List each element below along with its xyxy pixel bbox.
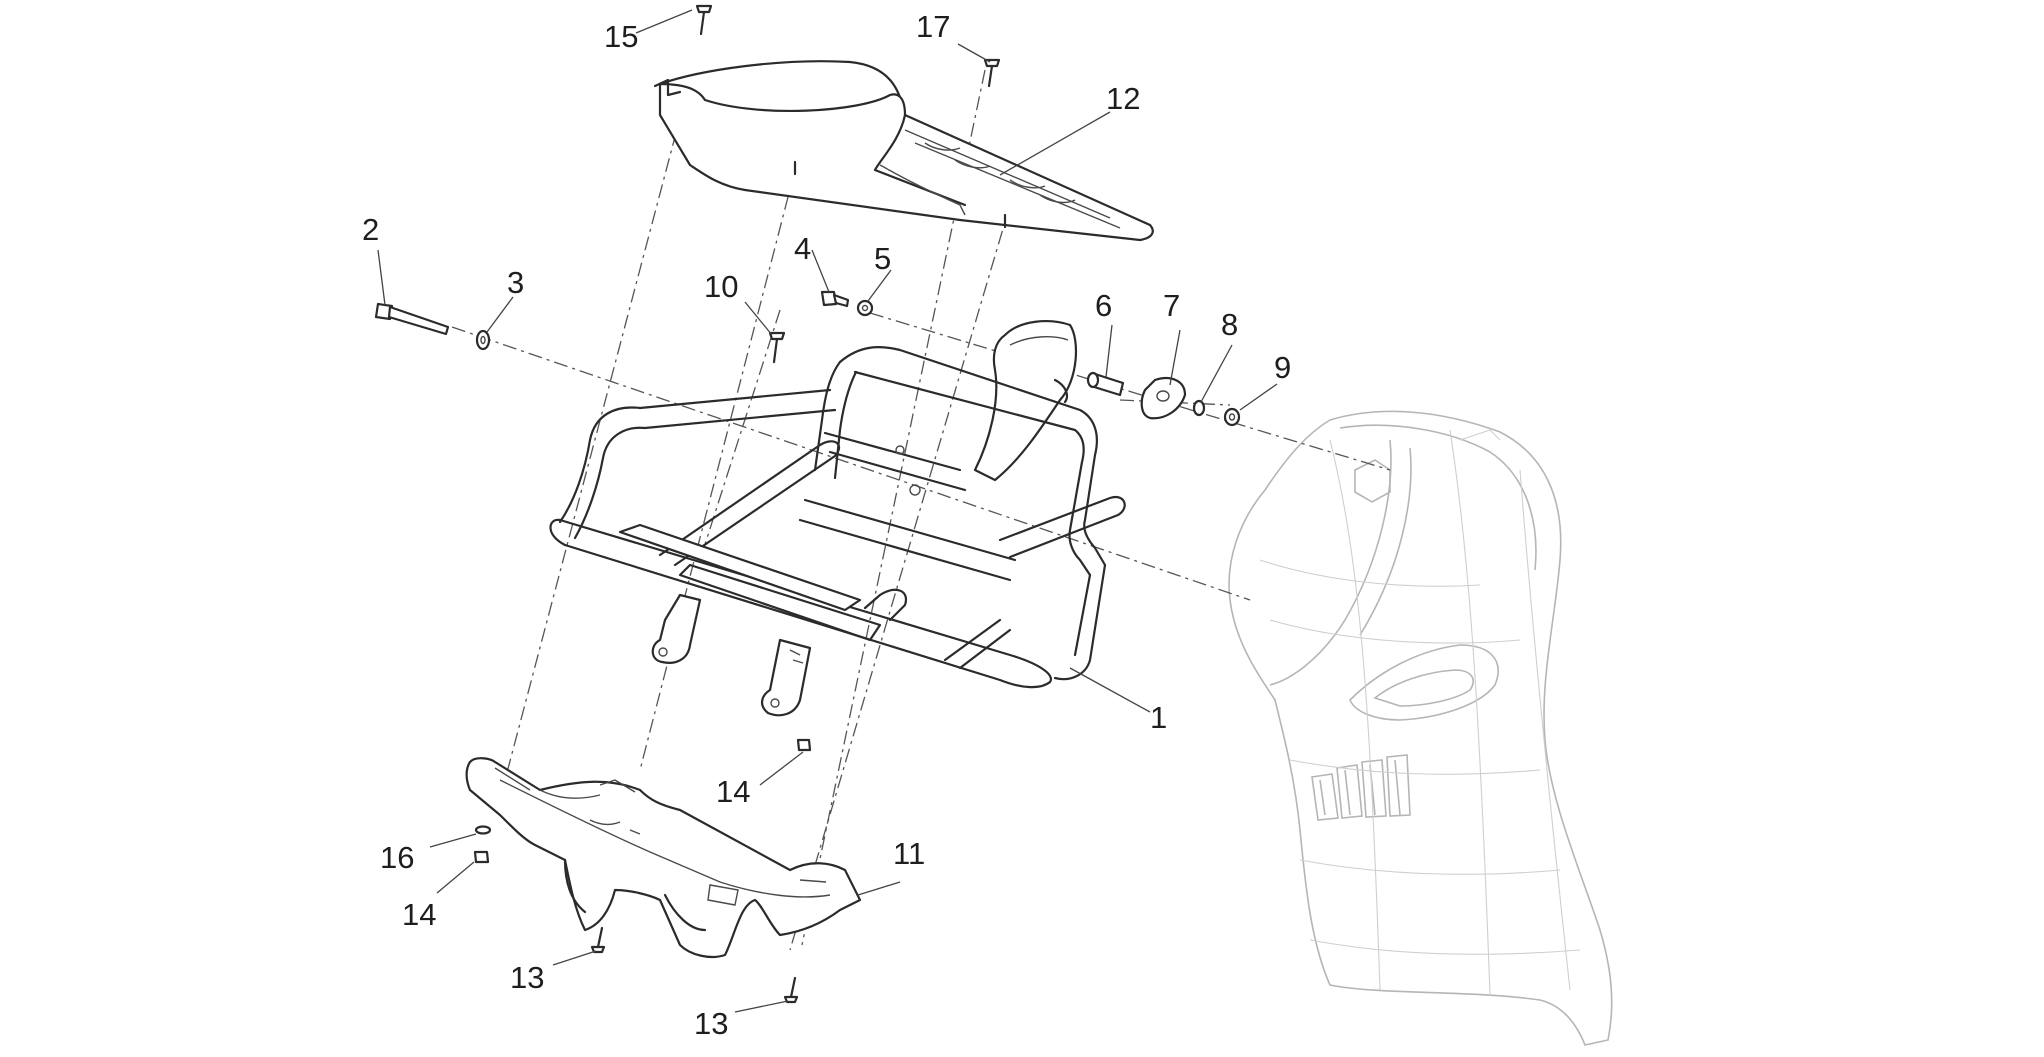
callout-2: 2 — [362, 212, 379, 247]
callout-8: 8 — [1221, 307, 1238, 342]
spacer-6 — [1086, 371, 1125, 397]
callout-12: 12 — [1106, 81, 1140, 116]
callout-13-left: 13 — [510, 960, 544, 995]
callout-labels: 15 17 12 2 3 4 5 10 6 7 8 9 1 14 11 16 1… — [362, 9, 1291, 1041]
washer-3 — [475, 329, 491, 351]
nut-14-upper — [796, 738, 812, 752]
callout-14-lower: 14 — [402, 897, 436, 932]
callout-3: 3 — [507, 265, 524, 300]
screw-15 — [695, 4, 713, 36]
callout-9: 9 — [1274, 350, 1291, 385]
nut-5 — [856, 299, 874, 317]
washer-8 — [1192, 399, 1206, 417]
callout-5: 5 — [874, 241, 891, 276]
front-shield-ghost — [1228, 410, 1613, 1046]
callout-14-upper: 14 — [716, 774, 750, 809]
callout-4: 4 — [794, 231, 811, 266]
callout-13-right: 13 — [694, 1006, 728, 1041]
callout-10: 10 — [704, 269, 738, 304]
callout-7: 7 — [1163, 288, 1180, 323]
callout-6: 6 — [1095, 288, 1112, 323]
callout-11: 11 — [893, 836, 925, 871]
top-rack-cover — [653, 60, 1154, 242]
callout-1: 1 — [1150, 700, 1167, 735]
nut-14-lower — [473, 850, 490, 864]
rack-frame — [549, 320, 1126, 717]
lower-cover — [465, 757, 862, 959]
nut-9 — [1223, 407, 1241, 427]
screw-17 — [983, 58, 1001, 88]
washer-16 — [474, 825, 492, 835]
screw-13-right — [783, 976, 799, 1004]
screw-13-left — [590, 926, 606, 954]
screw-10 — [768, 331, 786, 364]
long-bolt — [374, 302, 450, 336]
grommet-7 — [1140, 377, 1187, 420]
screw-4 — [820, 290, 850, 308]
callout-15: 15 — [604, 19, 638, 54]
callout-17: 17 — [916, 9, 950, 44]
leader-lines — [377, 9, 1278, 1013]
callout-16: 16 — [380, 840, 414, 875]
